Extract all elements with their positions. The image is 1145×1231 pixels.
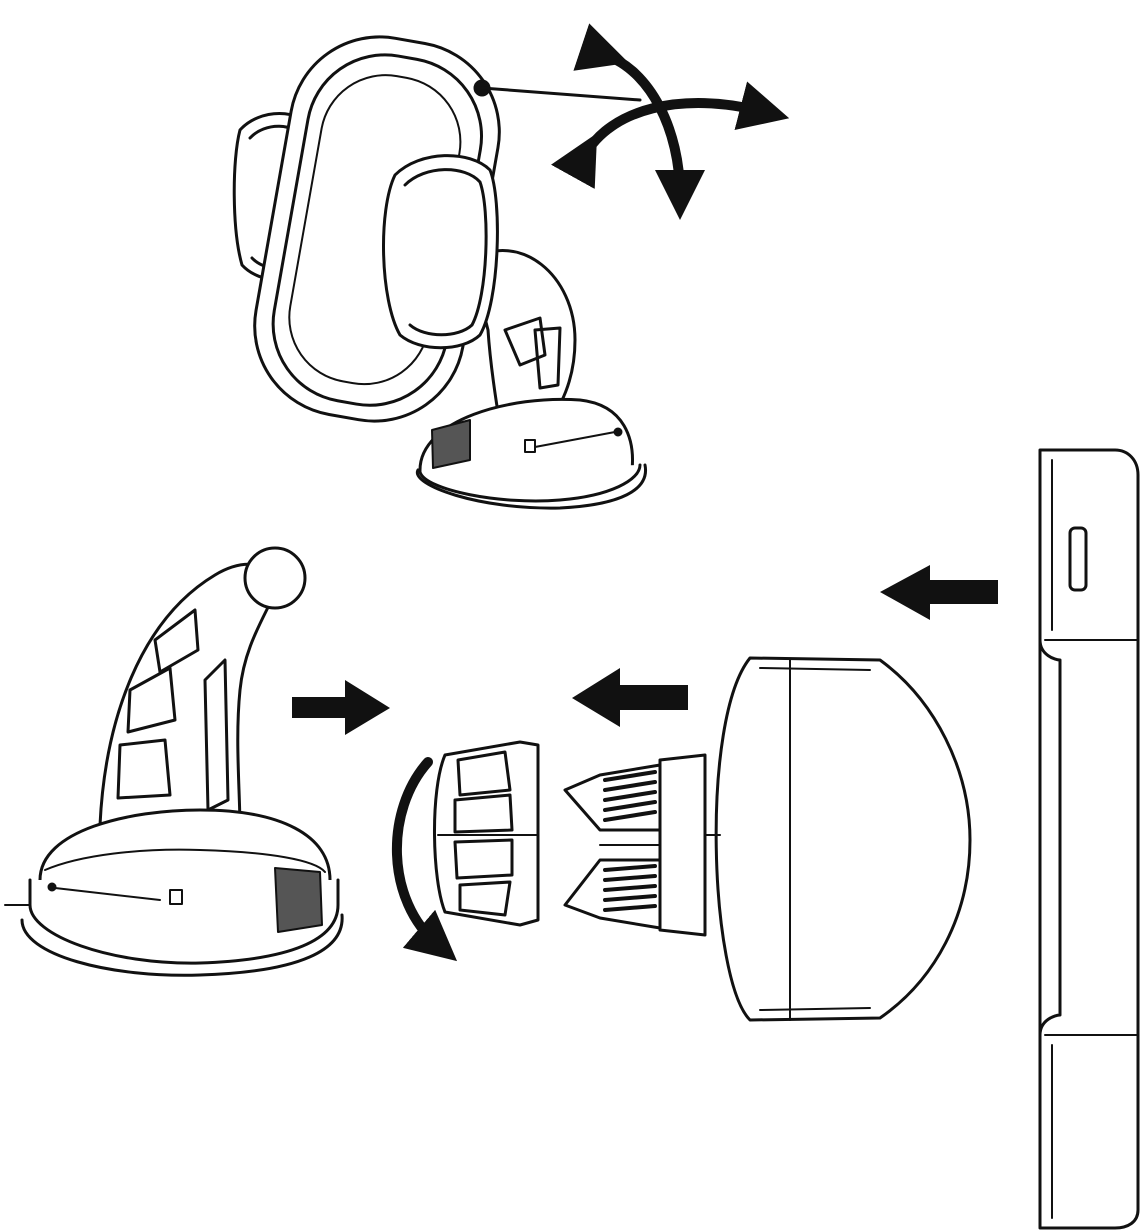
suction-cup-base-with-arm-icon: [4, 546, 344, 977]
arrow-left-icon: [572, 668, 688, 727]
threaded-ball-socket-icon: [433, 740, 707, 937]
assembled-mount-icon: [232, 35, 647, 510]
cradle-back-plate-icon: [704, 656, 972, 1022]
arrow-right-icon: [292, 680, 390, 735]
arrow-left-icon: [880, 565, 998, 620]
phone-cradle-side-view-icon: [1038, 448, 1140, 1230]
leader-line: [480, 86, 642, 102]
four-way-rotate-arrows-icon: [550, 23, 790, 220]
curved-rotate-arrow-icon: [391, 757, 458, 962]
